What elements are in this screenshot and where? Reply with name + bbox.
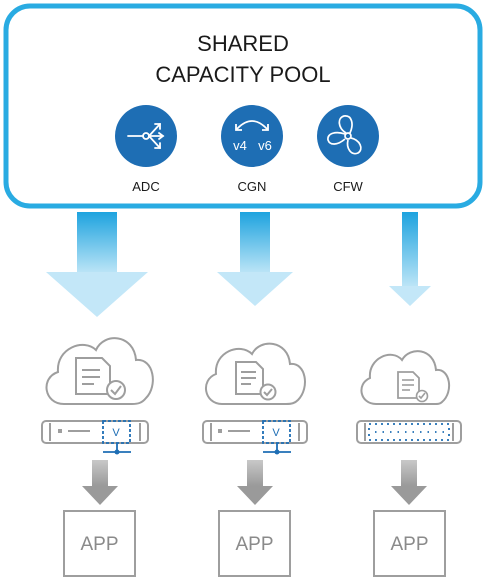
service-adc: ADC <box>115 105 177 194</box>
app-label: APP <box>390 534 428 555</box>
virtual-instance-label: V <box>112 427 120 439</box>
app-label: APP <box>80 534 118 555</box>
service-label-cfw: CFW <box>333 179 363 194</box>
app-box <box>218 510 291 577</box>
pool-arrow-3 <box>389 212 431 306</box>
down-arrow-to-app <box>391 460 427 505</box>
service-label-adc: ADC <box>132 179 159 194</box>
load-balancer-icon <box>127 123 165 149</box>
node-3: APP <box>356 350 462 577</box>
app-box <box>373 510 446 577</box>
cloud-document-icon <box>45 337 154 405</box>
cloud-document-icon <box>205 342 306 405</box>
service-label-cgn: CGN <box>238 179 267 194</box>
down-arrow-to-app <box>237 460 273 505</box>
service-cfw: CFW <box>317 105 379 194</box>
pool-arrow-1 <box>46 212 148 317</box>
cgn-icon-v6: v6 <box>258 138 272 153</box>
down-arrow-to-app <box>82 460 118 505</box>
v4-v6-translation-icon: v4 v6 <box>233 120 272 153</box>
node-2: V APP <box>202 342 308 577</box>
virtual-instance-label: V <box>272 427 280 439</box>
app-box <box>63 510 136 577</box>
server-device: V <box>202 420 308 455</box>
pool-title-line2: CAPACITY POOL <box>155 62 330 87</box>
app-label: APP <box>235 534 273 555</box>
pool-title-line1: SHARED <box>197 31 289 56</box>
fan-propeller-icon <box>327 115 362 155</box>
cgn-icon-v4: v4 <box>233 138 247 153</box>
node-1: V APP <box>41 337 154 577</box>
hardware-appliance-device <box>356 420 462 444</box>
server-device: V <box>41 420 149 455</box>
service-cgn: v4 v6 CGN <box>221 105 283 194</box>
pool-arrow-2 <box>217 212 293 306</box>
cloud-document-icon <box>360 350 451 405</box>
